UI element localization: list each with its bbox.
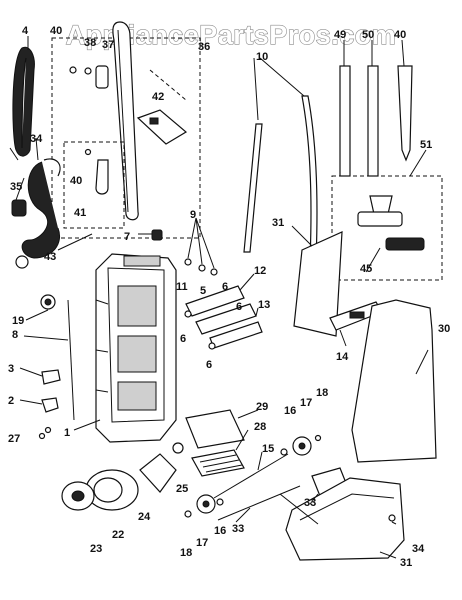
- callout-37: 36: [198, 41, 210, 53]
- callout-4: 4: [22, 25, 29, 37]
- callout-32: 33: [232, 523, 244, 535]
- callout-1: 1: [64, 427, 70, 439]
- access-plate: [293, 231, 343, 337]
- grille-27: [191, 449, 245, 477]
- filter-28: [185, 409, 245, 449]
- callout-7: 7: [124, 231, 130, 243]
- bag-cover: [351, 299, 437, 463]
- callout-16-bottom: 16: [214, 525, 226, 537]
- rod: [67, 299, 75, 421]
- attachment-kit: [331, 175, 443, 281]
- screw-34: [388, 514, 396, 522]
- wand-right: [301, 95, 318, 261]
- brush-roll-32: [217, 485, 301, 521]
- callout-41: 40: [70, 175, 82, 187]
- callout-2: 2: [8, 395, 14, 407]
- callout-18-top: 18: [316, 387, 328, 399]
- fan-housing-24: [139, 453, 177, 493]
- callout-9: 9: [190, 209, 196, 221]
- callout-29: 31: [272, 217, 284, 229]
- screw: [38, 432, 46, 440]
- power-cord: [9, 46, 35, 161]
- callout-34: 34: [412, 543, 425, 555]
- hose: [15, 158, 61, 269]
- filter-parts: [184, 258, 263, 350]
- callout-39: 38: [84, 37, 96, 49]
- callout-22: 22: [112, 529, 124, 541]
- callout-50: 50: [362, 29, 374, 41]
- callout-45: 45: [360, 263, 372, 275]
- callout-5: 5: [200, 285, 206, 297]
- clip-2: [41, 397, 59, 413]
- extension-tube-49: [339, 65, 351, 177]
- callout-27: 28: [254, 421, 266, 433]
- handle-assembly: [51, 21, 201, 239]
- callout-17-top: 17: [300, 397, 312, 409]
- handle-bracket: [136, 109, 188, 145]
- callout-14: 14: [336, 351, 349, 363]
- clip-3: [41, 369, 61, 385]
- callout-49: 49: [334, 29, 346, 41]
- callout-3: 3: [8, 363, 14, 375]
- callout-43: 42: [152, 91, 164, 103]
- callout-25: 25: [176, 483, 188, 495]
- leader-lines: [15, 36, 429, 559]
- callout-11: 11: [176, 281, 188, 293]
- callout-26: 27: [8, 433, 20, 445]
- callout-6-d: 6: [206, 359, 212, 371]
- callout-24: 24: [138, 511, 151, 523]
- callout-41-top: 40: [50, 25, 62, 37]
- top-fasteners: [69, 65, 109, 89]
- ring-25: [172, 442, 184, 454]
- callout-35: 34: [30, 133, 43, 145]
- callout-labels: 4 40 38 37 36 42 34 35 40 41 43 7 10 49 …: [8, 25, 450, 569]
- callout-28: 29: [256, 401, 268, 413]
- callout-18-bottom: 18: [180, 547, 192, 559]
- callout-17-bottom: 17: [196, 537, 208, 549]
- callout-12: 12: [254, 265, 266, 277]
- callout-31: 31: [400, 557, 412, 569]
- cord-clip: [151, 229, 163, 241]
- callout-6-c: 6: [180, 333, 186, 345]
- callout-16-top: 16: [284, 405, 296, 417]
- callout-33: 33: [304, 497, 316, 509]
- callout-30: 30: [438, 323, 450, 335]
- wand-left: [243, 123, 263, 253]
- callout-23: 23: [90, 543, 102, 555]
- main-housing: [95, 253, 177, 443]
- callout-36: 35: [10, 181, 22, 193]
- callout-8: 8: [12, 329, 18, 341]
- callout-44: 43: [44, 251, 56, 263]
- callout-15: 15: [262, 443, 274, 455]
- callout-40: 40: [394, 29, 406, 41]
- callout-6-a: 6: [222, 281, 228, 293]
- callout-51: 51: [420, 139, 432, 151]
- callout-42: 41: [74, 207, 86, 219]
- callout-6-b: 6: [236, 301, 242, 313]
- hook-assembly: [63, 141, 125, 229]
- extension-tube-50: [367, 65, 379, 177]
- callout-13: 13: [258, 299, 270, 311]
- callout-38: 37: [102, 39, 114, 51]
- callout-19: 19: [12, 315, 24, 327]
- base-31: [285, 477, 405, 561]
- crevice-tool: [397, 65, 413, 162]
- axle-15: [213, 453, 289, 499]
- hose-clip: [11, 199, 27, 217]
- callout-10: 10: [256, 51, 268, 63]
